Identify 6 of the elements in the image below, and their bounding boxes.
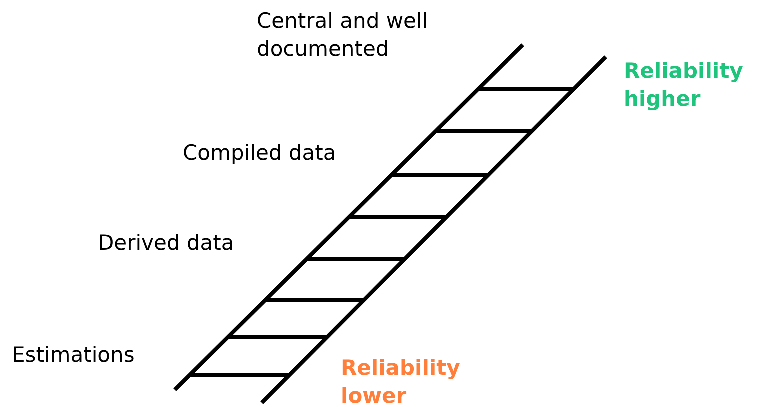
ladder-label: Estimations — [12, 342, 136, 369]
ladder-label: Reliability higher — [624, 58, 744, 113]
ladder-label: Central and well documented — [257, 8, 430, 63]
ladder-label: Reliability lower — [341, 355, 462, 407]
ladder-label: Compiled data — [183, 140, 338, 167]
ladder-label: Derived data — [98, 230, 236, 257]
